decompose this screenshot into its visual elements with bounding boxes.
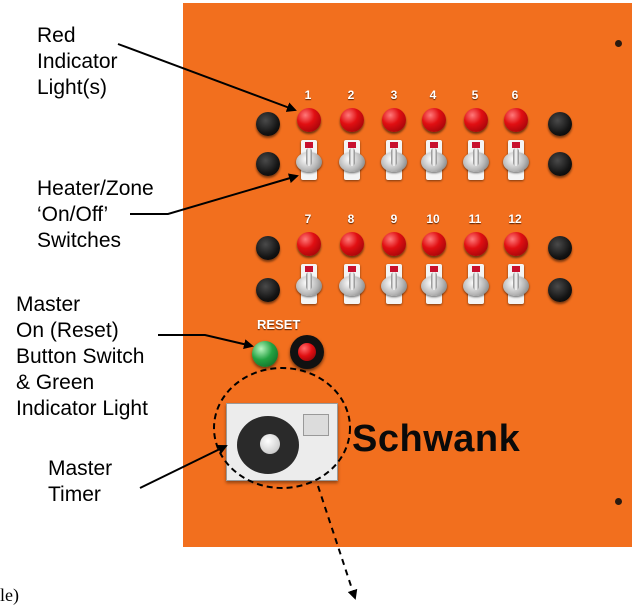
red-indicator-light [422,232,446,256]
arrow-to-indicator [117,43,297,112]
zone-number: 4 [429,88,437,102]
black-button-icon [256,152,280,176]
zone-toggle-switch[interactable] [421,264,447,304]
red-indicator-light [297,232,321,256]
dashed-pointer-arrow [317,485,358,600]
timer-window [303,414,329,436]
timer-knob[interactable] [260,434,280,454]
zone-number: 2 [347,88,355,102]
black-button-icon [548,112,572,136]
zone-number: 9 [390,212,398,226]
zone-toggle-switch[interactable] [503,140,529,180]
arrow-to-green-light [158,334,254,350]
zone-number: 1 [304,88,312,102]
zone-number: 8 [347,212,355,226]
master-timer-callout: Master Timer [48,457,113,506]
red-indicator-light [340,232,364,256]
zone-number: 10 [426,212,440,226]
heater-switches-callout: Heater/Zone ‘On/Off’ Switches [37,177,154,252]
red-indicator-light [382,108,406,132]
zone-number: 11 [468,212,482,226]
zone-toggle-switch[interactable] [503,264,529,304]
zone-toggle-switch[interactable] [463,140,489,180]
black-button-icon [256,112,280,136]
red-indicator-callout: Red Indicator Light(s) [37,24,118,99]
zone-number: 12 [508,212,522,226]
screw-icon [615,498,622,505]
black-button-icon [256,236,280,260]
red-indicator-light [340,108,364,132]
zone-toggle-switch[interactable] [296,140,322,180]
zone-toggle-switch[interactable] [296,264,322,304]
black-button-icon [548,152,572,176]
reset-label: RESET [257,317,301,332]
zone-number: 5 [471,88,479,102]
green-indicator-light [252,341,278,367]
zone-number: 3 [390,88,398,102]
red-indicator-light [464,232,488,256]
zone-toggle-switch[interactable] [381,140,407,180]
brand-logo: Schwank [352,418,521,460]
red-indicator-light [422,108,446,132]
caption-fragment: le) [0,585,19,605]
red-indicator-light [504,108,528,132]
master-timer[interactable] [226,403,338,481]
zone-number: 6 [511,88,519,102]
red-indicator-light [382,232,406,256]
master-on-callout: Master On (Reset) Button Switch & Green … [16,293,148,420]
zone-toggle-switch[interactable] [381,264,407,304]
zone-toggle-switch[interactable] [463,264,489,304]
zone-toggle-switch[interactable] [421,140,447,180]
screw-icon [615,40,622,47]
red-indicator-light [297,108,321,132]
black-button-icon [548,236,572,260]
master-reset-button[interactable] [290,335,324,369]
black-button-icon [256,278,280,302]
red-indicator-light [464,108,488,132]
black-button-icon [548,278,572,302]
arrow-to-switches [130,173,299,215]
zone-toggle-switch[interactable] [339,264,365,304]
zone-toggle-switch[interactable] [339,140,365,180]
zone-number: 7 [304,212,312,226]
timer-highlight-circle [213,367,351,489]
red-indicator-light [504,232,528,256]
arrow-to-timer [139,445,228,489]
